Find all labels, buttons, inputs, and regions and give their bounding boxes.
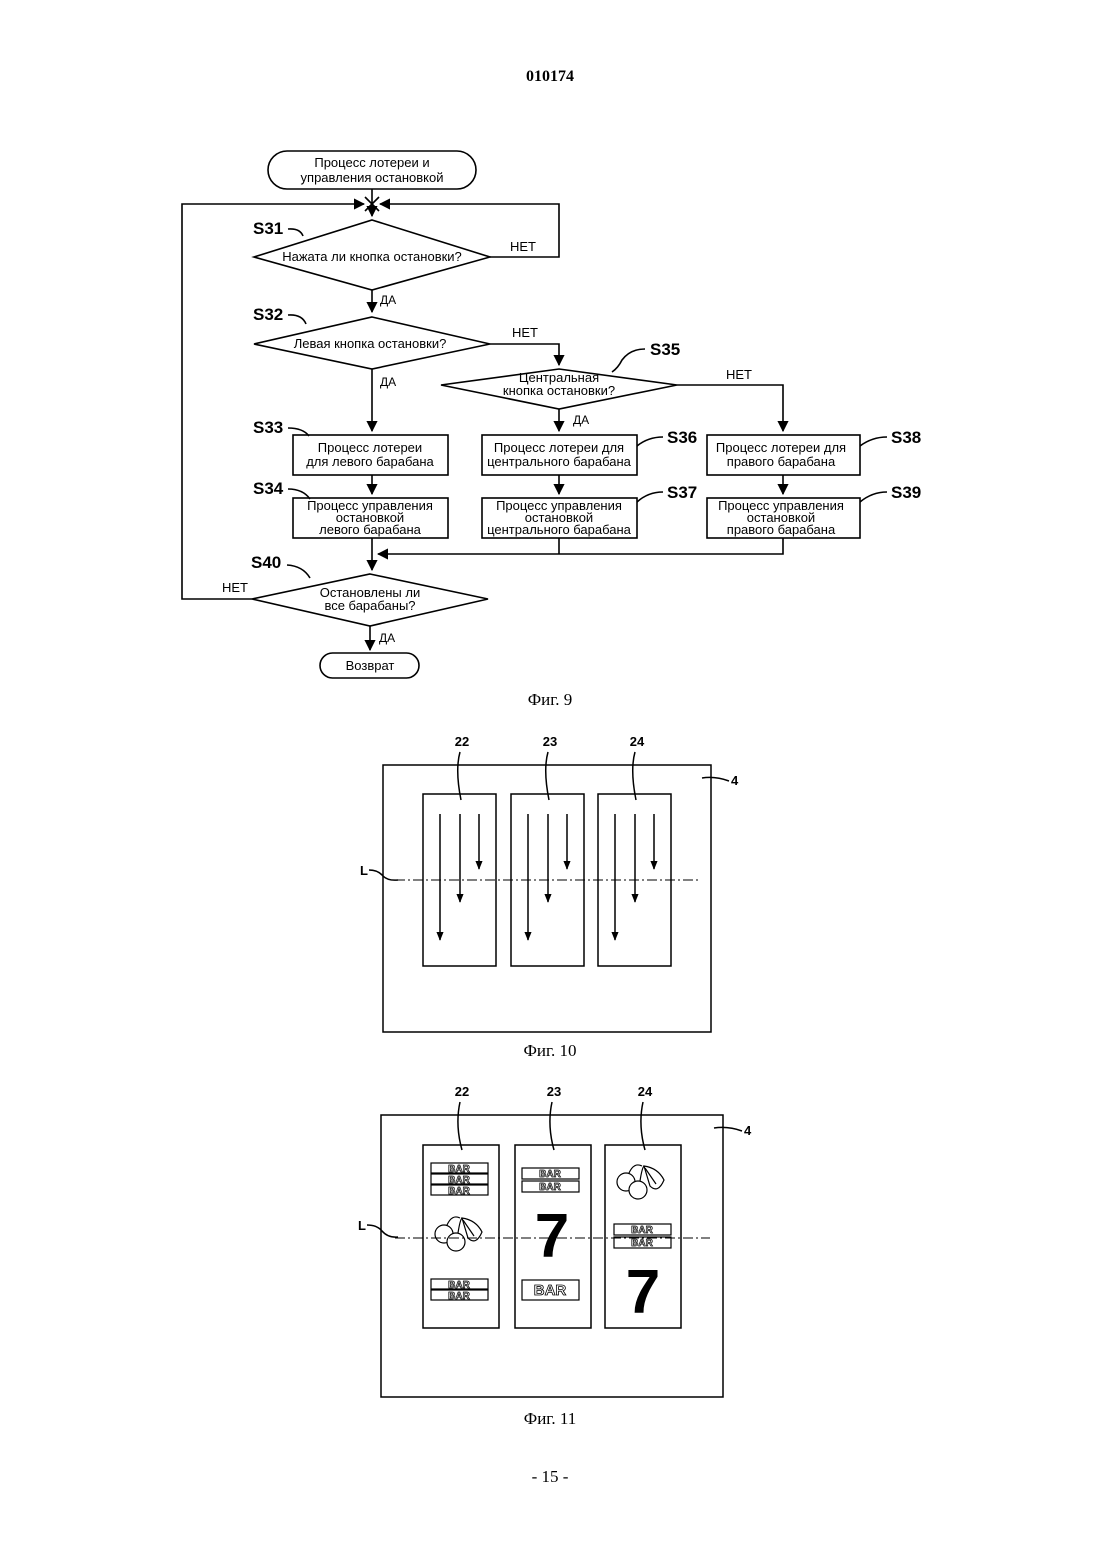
s35-no-label: НЕТ	[726, 367, 752, 382]
reel-ref-22-fig11: 22	[455, 1084, 469, 1099]
s32-yes-label: ДА	[380, 375, 396, 389]
s35-yes-label: ДА	[573, 413, 589, 427]
line-label-fig11: L	[358, 1218, 366, 1233]
s33-label: S33	[253, 418, 283, 437]
s39-label: S39	[891, 483, 921, 502]
s39-text-line3: правого барабана	[727, 522, 836, 537]
s40-no-label: НЕТ	[222, 580, 248, 595]
s36-text-line1: Процесс лотереи для	[494, 440, 624, 455]
reel-ref-24-fig10: 24	[630, 734, 645, 749]
flowchart-fig9: Процесс лотереи и управления остановкой …	[182, 151, 921, 678]
bar-text: BAR	[448, 1280, 470, 1291]
bar-text: BAR	[448, 1186, 470, 1197]
s32-no-label: НЕТ	[512, 325, 538, 340]
s33-text-line1: Процесс лотереи	[318, 440, 422, 455]
symbol-cherry	[435, 1217, 482, 1251]
bar-text: BAR	[631, 1238, 653, 1249]
s35-label: S35	[650, 340, 680, 359]
s38-label: S38	[891, 428, 921, 447]
s40-label: S40	[251, 553, 281, 572]
figure-9-caption: Фиг. 9	[0, 690, 1100, 710]
s35-question-line2: кнопка остановки?	[503, 383, 615, 398]
end-text: Возврат	[346, 658, 395, 673]
reels-fig11: 4 22 23 24 BAR BAR BAR B	[358, 1084, 752, 1397]
s36-label: S36	[667, 428, 697, 447]
bar-text: BAR	[539, 1169, 561, 1180]
s31-no-label: НЕТ	[510, 239, 536, 254]
line-label-fig10: L	[360, 863, 368, 878]
symbol-single-bar: BAR	[522, 1280, 579, 1300]
display-ref-fig10: 4	[731, 773, 739, 788]
page-number: - 15 -	[0, 1467, 1100, 1487]
start-text-line1: Процесс лотереи и	[314, 155, 429, 170]
symbol-double-bar: BAR BAR	[431, 1279, 488, 1302]
symbol-cherry	[617, 1165, 664, 1199]
s38-text-line1: Процесс лотереи для	[716, 440, 846, 455]
symbol-seven: 7	[626, 1258, 660, 1327]
reels-fig10: 4 22 23 24 L	[360, 734, 739, 1032]
bar-text: BAR	[448, 1291, 470, 1302]
reel-ref-24-fig11: 24	[638, 1084, 653, 1099]
display-ref-fig11: 4	[744, 1123, 752, 1138]
bar-text: BAR	[448, 1164, 470, 1175]
s37-label: S37	[667, 483, 697, 502]
s32-question: Левая кнопка остановки?	[294, 336, 447, 351]
s37-text-line3: центрального барабана	[487, 522, 632, 537]
s36-text-line2: центрального барабана	[487, 454, 632, 469]
s31-yes-label: ДА	[380, 293, 396, 307]
symbol-seven: 7	[535, 1202, 569, 1271]
bar-text: BAR	[539, 1182, 561, 1193]
s40-yes-label: ДА	[379, 631, 395, 645]
reel-ref-22-fig10: 22	[455, 734, 469, 749]
s34-text-line3: левого барабана	[319, 522, 421, 537]
s34-label: S34	[253, 479, 284, 498]
s40-question-line2: все барабаны?	[324, 598, 415, 613]
bar-text: BAR	[534, 1282, 567, 1299]
reel-ref-23-fig11: 23	[547, 1084, 561, 1099]
s32-label: S32	[253, 305, 283, 324]
bar-text: BAR	[631, 1225, 653, 1236]
bar-text: BAR	[448, 1175, 470, 1186]
symbol-triple-bar: BAR BAR BAR	[431, 1163, 488, 1197]
start-text-line2: управления остановкой	[301, 170, 444, 185]
figure-10-caption: Фиг. 10	[0, 1041, 1100, 1061]
figure-11-caption: Фиг. 11	[0, 1409, 1100, 1429]
s31-label: S31	[253, 219, 283, 238]
display-frame-fig10	[383, 765, 711, 1032]
symbol-double-bar: BAR BAR	[522, 1168, 579, 1193]
s33-text-line2: для левого барабана	[306, 454, 434, 469]
s31-question: Нажата ли кнопка остановки?	[282, 249, 462, 264]
s38-text-line2: правого барабана	[727, 454, 836, 469]
reel-ref-23-fig10: 23	[543, 734, 557, 749]
symbol-double-bar: BAR BAR	[614, 1224, 671, 1249]
